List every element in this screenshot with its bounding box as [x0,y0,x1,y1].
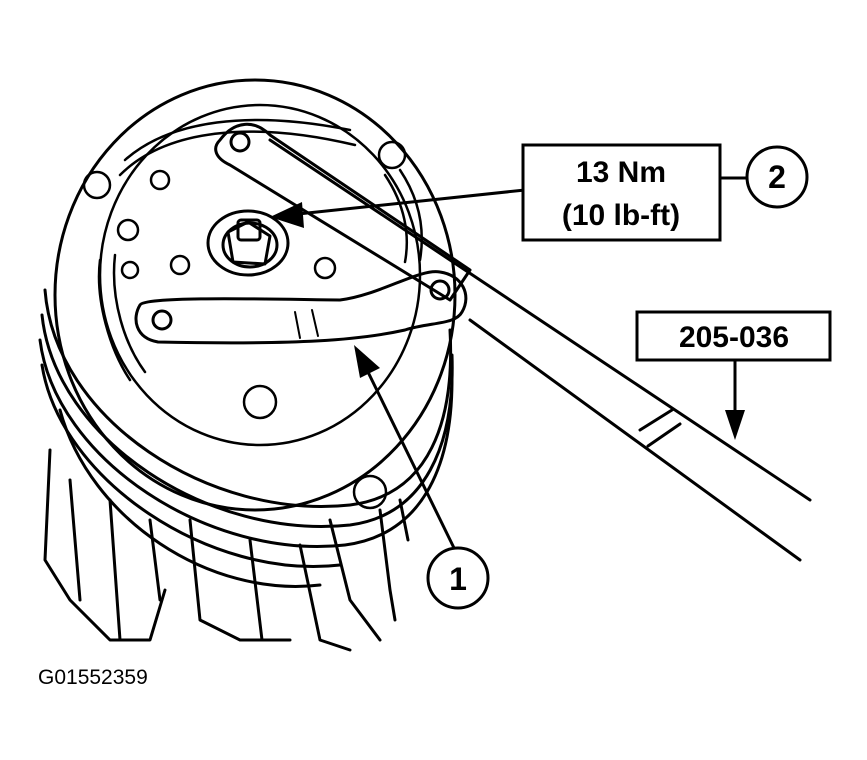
figure-code: G01552359 [38,666,148,689]
holding-tool-lower-arm [134,270,468,345]
tool-label-text: 205-036 [679,321,789,354]
torque-nm-text: 13 Nm [576,156,666,189]
face-holes [82,140,407,510]
compressor-body [43,448,410,652]
callout-1: 1 [426,546,490,610]
hub-nut [206,209,290,277]
callout-2-number: 2 [768,159,786,195]
tool-205-036-handle [268,138,812,562]
holding-tool-upper-arm [214,122,472,302]
torque-leader [270,188,526,228]
torque-lbft-text: (10 lb-ft) [562,199,680,232]
callout-1-number: 1 [449,561,467,597]
tool-label-leader [725,360,745,440]
callout-1-leader [354,345,457,551]
callout-2: 2 [745,145,809,209]
torque-spec-box: 13 Nm (10 lb-ft) [521,143,722,242]
pulley-grooves [38,288,454,588]
tool-label-box: 205-036 [635,310,832,362]
